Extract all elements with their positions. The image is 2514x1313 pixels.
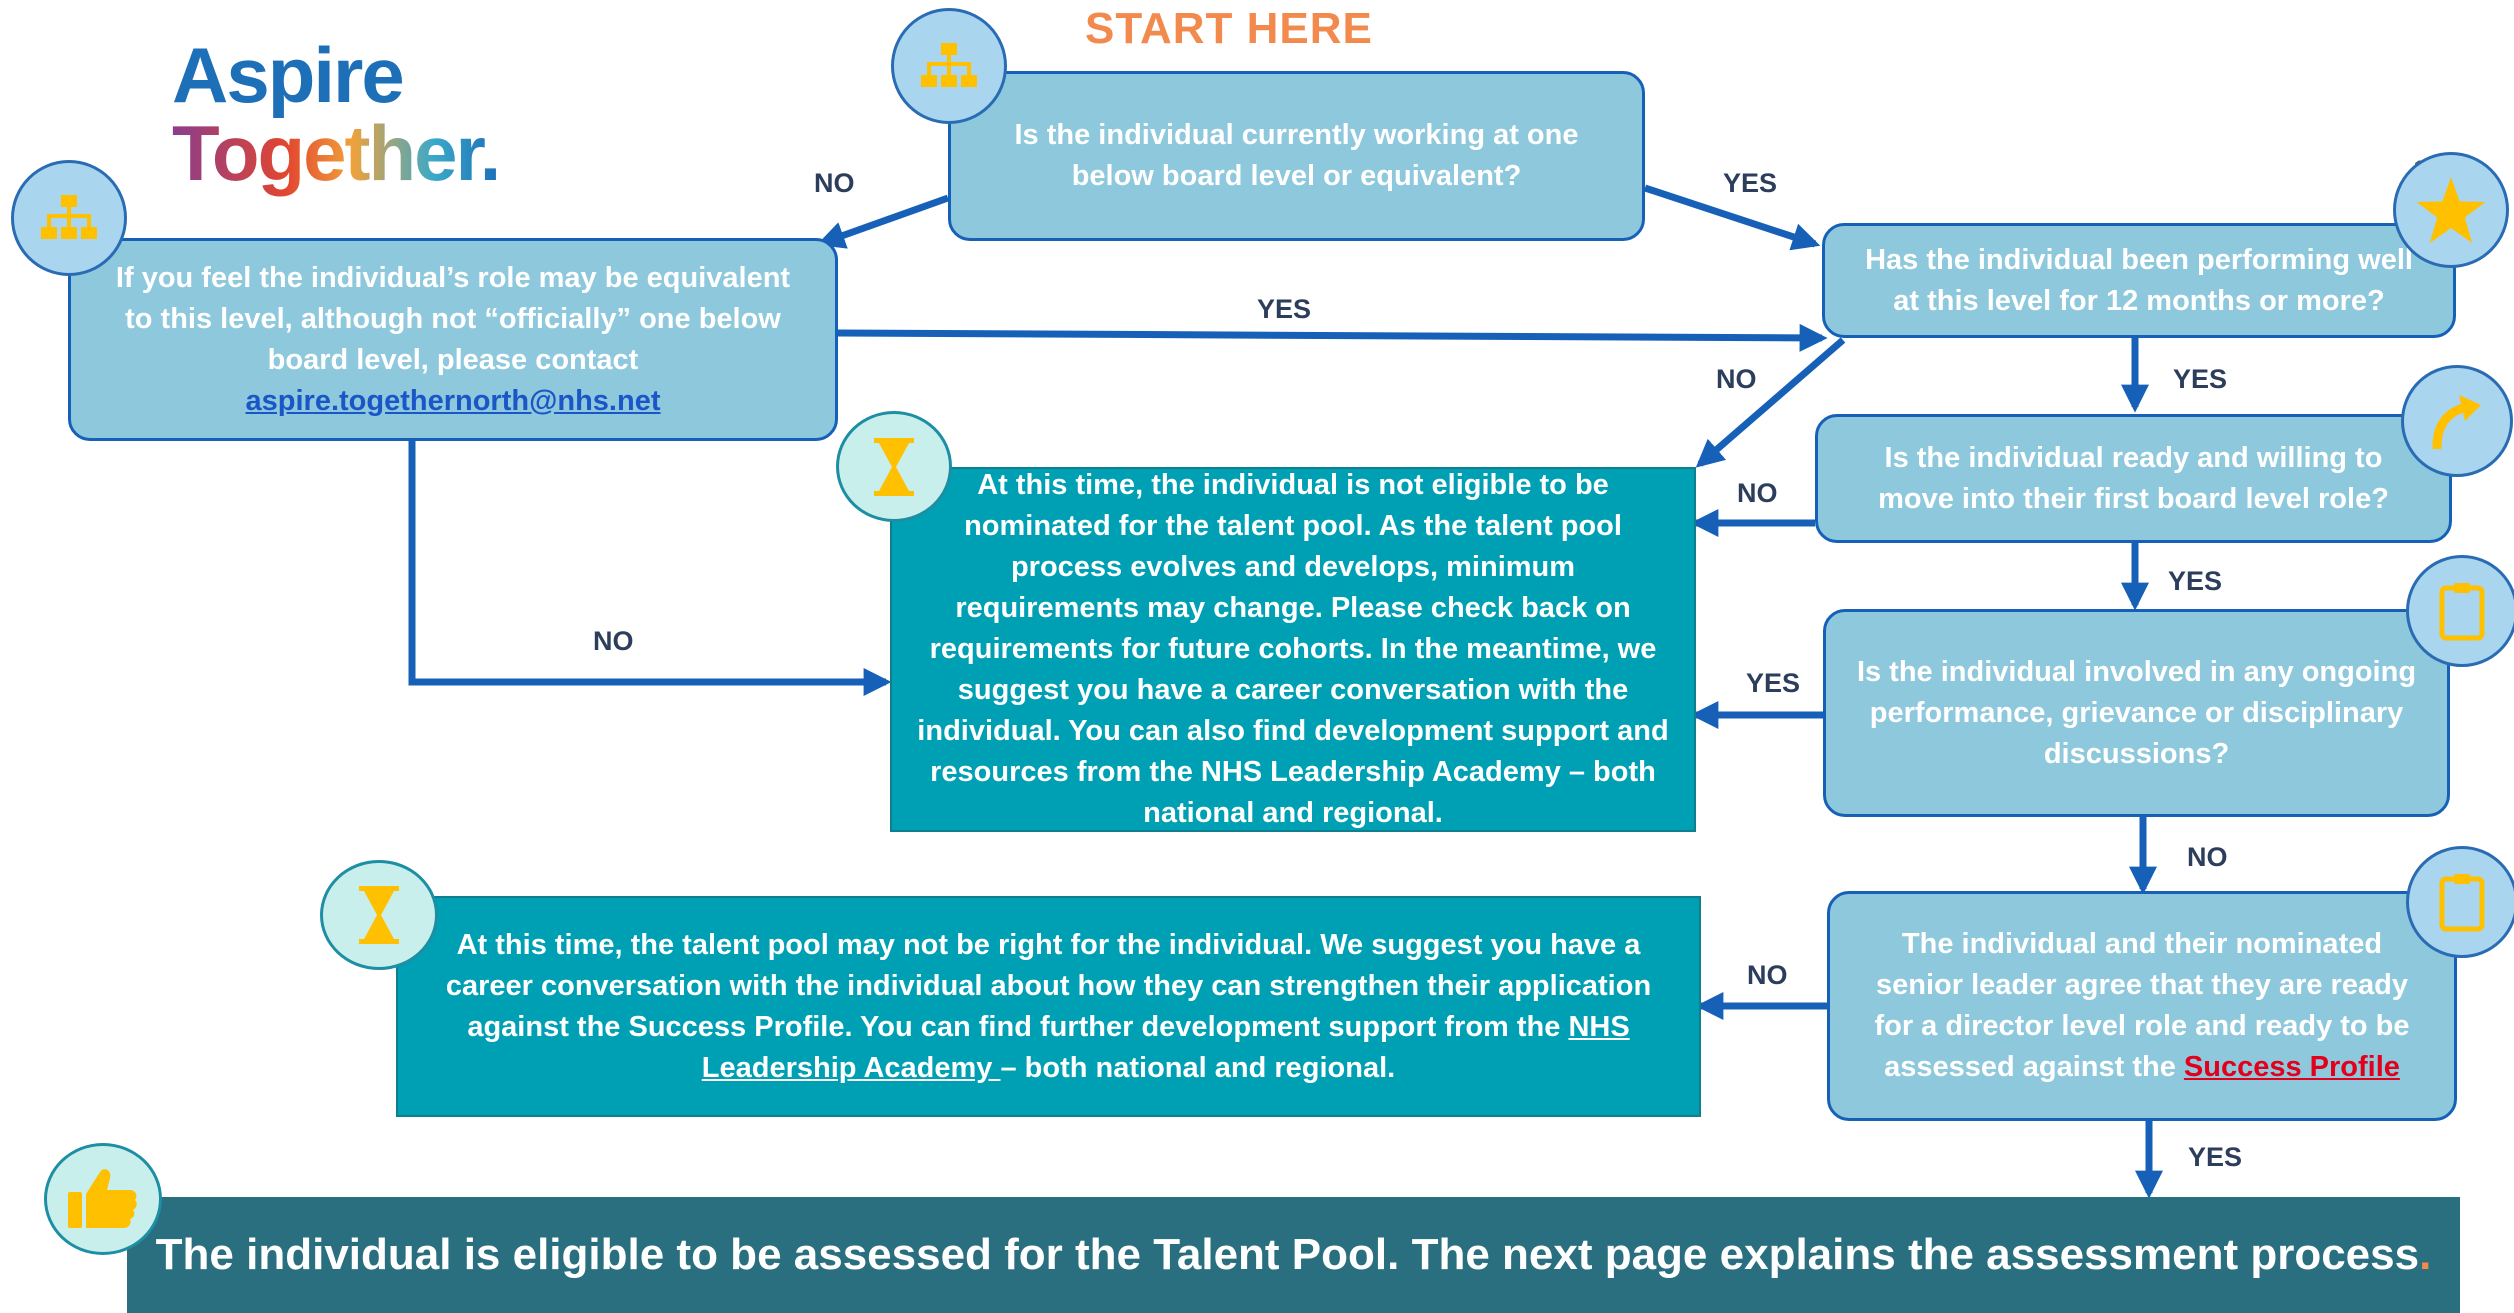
node-performing-text: Has the individual been performing well … <box>1865 243 2413 317</box>
eligible-banner-dot: . <box>2419 1230 2432 1279</box>
thumbs-up-icon <box>44 1143 162 1255</box>
arrow-performing-no <box>1695 337 1846 468</box>
node-ongoing-text: Is the individual involved in any ongoin… <box>1856 655 2417 770</box>
arrow-start-yes <box>1643 184 1821 251</box>
edge-label-agree-no: NO <box>1747 960 1788 990</box>
edge-label-equiv-no: NO <box>593 626 634 656</box>
start-here-label: START HERE <box>1085 4 1373 53</box>
node-not-right-tail: – both national and regional. <box>1000 1051 1396 1084</box>
contact-email-link[interactable]: aspire.togethernorth@nhs.net <box>245 384 661 417</box>
edge-label-ongoing-no: NO <box>2187 842 2228 872</box>
success-profile-link[interactable]: Success Profile <box>2183 1051 2400 1083</box>
node-not-right-text: At this time, the talent pool may not be… <box>445 928 1652 1043</box>
edge-label-start-no: NO <box>814 168 855 198</box>
arrow-equiv-no <box>408 441 892 696</box>
node-ready-willing-text: Is the individual ready and willing to m… <box>1878 441 2389 515</box>
equivalent-role-text: If you feel the individual’s role may be… <box>115 261 791 376</box>
node-agree-question: The individual and their nominated senio… <box>1827 891 2457 1121</box>
org-chart-icon <box>891 8 1007 124</box>
arrow-start-no <box>816 194 950 249</box>
arrow-equiv-yes <box>837 323 1828 352</box>
nhs-leadership-link-a[interactable]: NHS <box>1568 1010 1630 1043</box>
eligible-banner: The individual is eligible to be assesse… <box>127 1197 2460 1313</box>
curved-arrow-icon <box>2401 365 2513 477</box>
nhs-leadership-link-b[interactable]: Leadership Academy <box>701 1051 1001 1084</box>
node-performing-question: Has the individual been performing well … <box>1822 223 2456 338</box>
edge-label-performing-no: NO <box>1716 364 1757 394</box>
node-below-board-question: Is the individual currently working at o… <box>948 71 1645 241</box>
star-icon <box>2393 152 2509 268</box>
logo-line-aspire: Aspire <box>172 31 405 119</box>
hourglass-icon <box>320 860 438 970</box>
node-ongoing-question: Is the individual involved in any ongoin… <box>1823 609 2450 817</box>
node-equivalent-role: If you feel the individual’s role may be… <box>68 238 838 441</box>
org-chart-icon <box>11 160 127 276</box>
node-not-eligible: At this time, the individual is not elig… <box>890 467 1696 832</box>
hourglass-icon <box>836 411 952 522</box>
node-not-right: At this time, the talent pool may not be… <box>396 896 1701 1117</box>
edge-label-ready-no: NO <box>1737 478 1778 508</box>
clipboard-icon <box>2406 555 2514 667</box>
edge-label-performing-yes: YES <box>2173 364 2228 394</box>
edge-label-start-yes: YES <box>1723 168 1778 198</box>
edge-label-equiv-yes: YES <box>1257 294 1312 324</box>
edge-label-ongoing-yes: YES <box>1746 668 1801 698</box>
edge-label-agree-yes: YES <box>2188 1142 2243 1172</box>
node-below-board-text: Is the individual currently working at o… <box>1014 119 1579 192</box>
node-not-eligible-text: At this time, the individual is not elig… <box>917 469 1669 829</box>
eligible-banner-text: The individual is eligible to be assesse… <box>155 1230 2420 1279</box>
node-agree-text: The individual and their nominated senio… <box>1874 928 2410 1083</box>
edge-label-ready-yes: YES <box>2168 566 2223 596</box>
node-ready-willing-question: Is the individual ready and willing to m… <box>1815 414 2452 543</box>
clipboard-icon <box>2406 846 2514 958</box>
